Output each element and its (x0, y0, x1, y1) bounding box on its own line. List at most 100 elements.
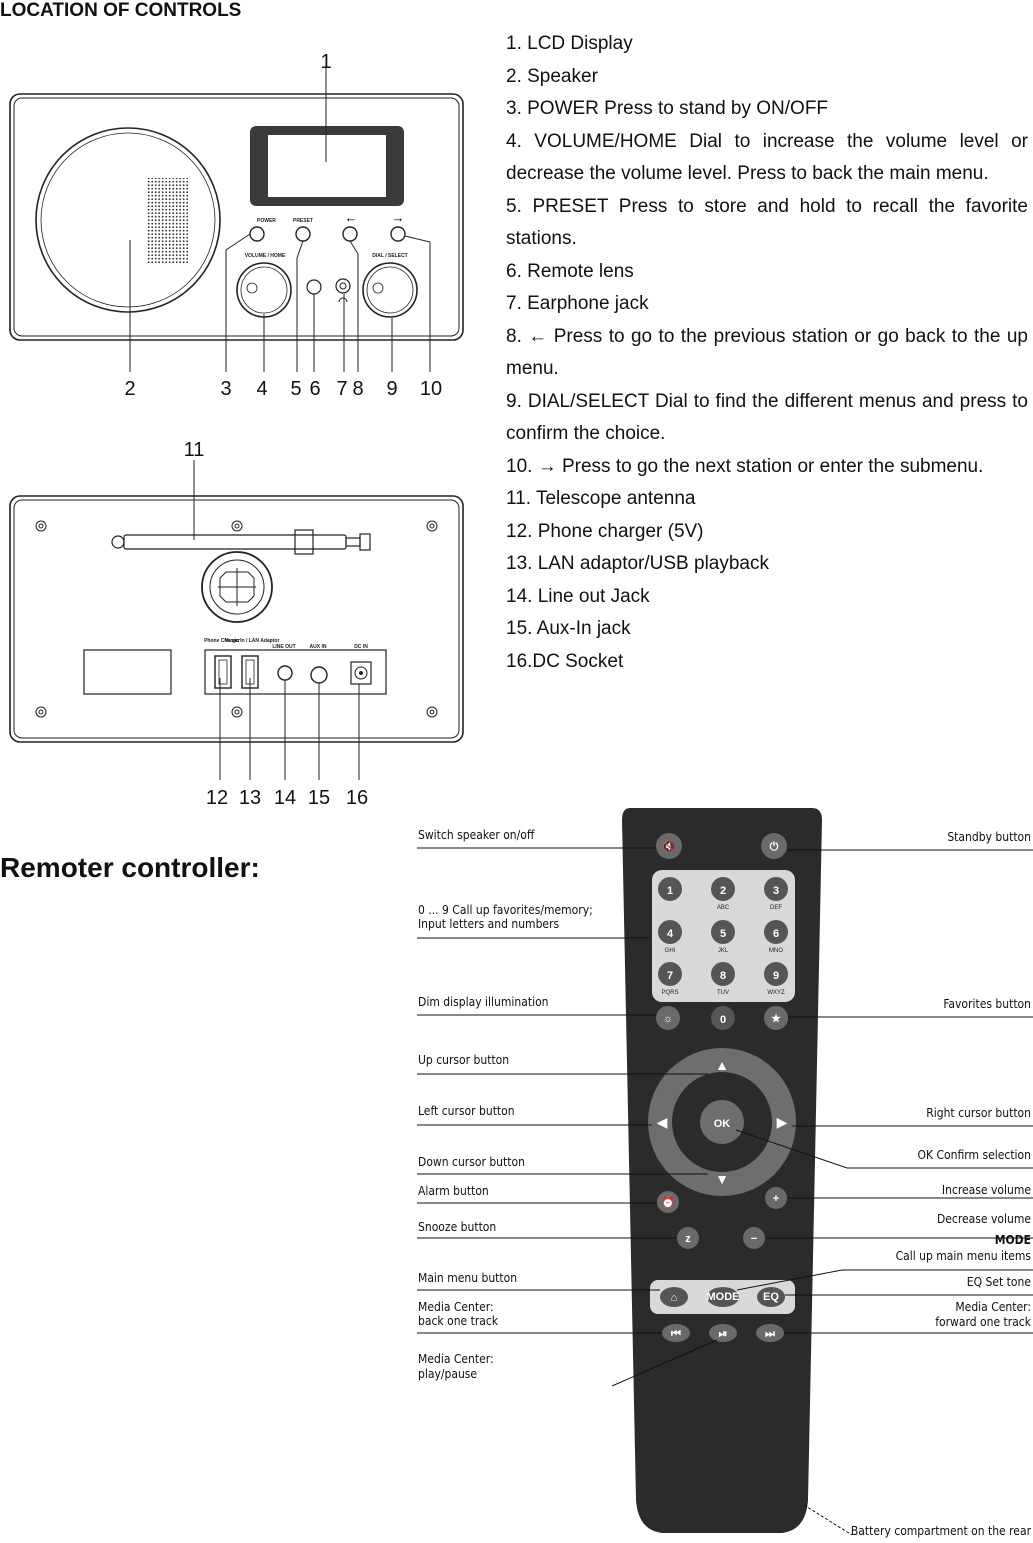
right-button[interactable] (390, 226, 406, 242)
home-button[interactable] (660, 1287, 688, 1307)
alarm-button[interactable] (657, 1191, 679, 1213)
dial-knob[interactable] (362, 262, 418, 318)
list-item: 10. → Press to go the next station or en… (506, 455, 984, 477)
dim-button[interactable] (656, 1006, 680, 1030)
key-6[interactable] (764, 920, 788, 944)
ok-button[interactable] (700, 1100, 744, 1144)
right-cursor-button[interactable]: ▶ (777, 1114, 788, 1130)
eq-button[interactable] (757, 1287, 785, 1307)
media-play-label-2: play/pause (418, 1367, 477, 1381)
list-item: 16.DC Socket (506, 650, 624, 672)
favorites-button[interactable] (764, 1006, 788, 1030)
aux-in-label: AUX IN (310, 644, 327, 650)
prev-track-button[interactable] (662, 1324, 690, 1342)
home-icon: ⌂ (671, 1292, 678, 1304)
increase-volume-label: Increase volume (942, 1183, 1031, 1197)
decrease-volume-label: Decrease volume (937, 1212, 1031, 1226)
left-cursor-label: Left cursor button (418, 1104, 515, 1118)
key-7-letters: PQRS (661, 990, 678, 996)
callout-10: 10 (420, 378, 442, 400)
key-5[interactable] (711, 920, 735, 944)
snooze-label: Snooze button (418, 1220, 496, 1234)
left-cursor-button[interactable]: ◀ (657, 1114, 668, 1130)
play-pause-button[interactable] (709, 1324, 737, 1342)
mode-label-desc: Call up main menu items (896, 1249, 1032, 1263)
rear-port-cover (201, 551, 273, 623)
dc-socket[interactable] (350, 661, 372, 685)
remote-lens (306, 279, 322, 295)
list-item: 2. Speaker (506, 65, 598, 87)
key-8[interactable] (711, 962, 735, 986)
callout-14: 14 (274, 787, 296, 809)
standby-button[interactable] (761, 833, 787, 859)
alarm-clock-icon: ⏰ (661, 1195, 675, 1209)
list-item: 9. DIAL/SELECT Dial to find the differen… (506, 390, 1028, 445)
rear-cabinet-outer (9, 495, 464, 743)
mute-button[interactable] (656, 833, 682, 859)
key-7[interactable] (658, 962, 682, 986)
media-play-label: Media Center: (418, 1352, 494, 1366)
preset-button[interactable] (295, 226, 311, 242)
number-keys-label-2: Input letters and numbers (418, 917, 560, 931)
volume-label: VOLUME / HOME (245, 253, 286, 259)
list-item: 12. Phone charger (5V) (506, 520, 704, 542)
prev-track-icon: ⏮ (671, 1328, 681, 1340)
left-button[interactable] (342, 226, 358, 242)
media-back-label-2: back one track (418, 1314, 499, 1328)
bulb-icon: ☼ (663, 1013, 673, 1025)
mode-button[interactable] (707, 1287, 739, 1307)
key-3-label: 3 (773, 885, 779, 897)
mode-label: MODE (707, 1291, 740, 1303)
callout-13: 13 (239, 787, 261, 809)
list-item: 13. LAN adaptor/USB playback (506, 553, 769, 574)
next-track-button[interactable] (756, 1324, 784, 1342)
key-1[interactable] (658, 877, 682, 901)
key-4-label: 4 (667, 928, 674, 940)
callout-11: 11 (184, 439, 205, 461)
key-0[interactable] (711, 1006, 735, 1030)
down-button[interactable]: ▼ (715, 1171, 729, 1187)
snooze-button[interactable] (677, 1227, 699, 1249)
right-cursor-label: Right cursor button (926, 1106, 1031, 1120)
key-9[interactable] (764, 962, 788, 986)
aux-in-jack[interactable] (310, 666, 328, 684)
media-forward-label: Media Center: (955, 1300, 1031, 1314)
music-in-label: Music In / LAN Adaptor (225, 638, 280, 644)
list-item: 8. ← Press to go to the previous station… (506, 325, 1028, 380)
controls-list: 1. LCD Display 2. Speaker 3. POWER Press… (506, 28, 1028, 678)
volume-down-button[interactable] (743, 1227, 765, 1249)
volume-knob[interactable] (236, 262, 292, 318)
key-8-letters: TUV (717, 990, 729, 996)
usb-charger-port[interactable] (214, 655, 232, 689)
snooze-icon: z (685, 1233, 691, 1245)
volume-up-button[interactable] (765, 1187, 787, 1209)
up-button[interactable]: ▲ (715, 1057, 729, 1073)
key-4-letters: GHI (665, 948, 676, 954)
media-back-label: Media Center: (418, 1300, 494, 1314)
standby-label: Standby button (947, 830, 1031, 844)
power-button[interactable] (249, 226, 265, 242)
callout-9: 9 (386, 378, 397, 400)
dial-label: DIAL / SELECT (372, 253, 407, 259)
callout-5: 5 (290, 378, 301, 400)
callout-16: 16 (346, 787, 368, 809)
up-cursor-label: Up cursor button (418, 1053, 509, 1067)
play-pause-icon: ⏯ (719, 1328, 728, 1340)
power-icon: ⏻ (770, 840, 779, 853)
rear-callout-lines (193, 460, 360, 780)
volume-down-icon: − (751, 1233, 757, 1245)
key-4[interactable] (658, 920, 682, 944)
front-cabinet-outer (9, 93, 464, 341)
number-keypad: 1 2 ABC 3 DEF 4 GHI 5 JKL 6 MNO 7 PQRS 8… (658, 877, 788, 996)
speaker-holes (146, 178, 188, 264)
speaker-icon: 🔇 (662, 840, 676, 853)
key-2-letters: ABC (717, 905, 730, 911)
key-2[interactable] (711, 877, 735, 901)
list-item: 1. LCD Display (506, 33, 633, 54)
callout-7: 7 (336, 378, 347, 400)
callout-1: 1 (320, 51, 331, 73)
key-3[interactable] (764, 877, 788, 901)
phone-charger-label: Phone Charger (204, 638, 240, 644)
line-out-jack[interactable] (277, 665, 293, 681)
key-0-label: 0 (720, 1014, 726, 1026)
